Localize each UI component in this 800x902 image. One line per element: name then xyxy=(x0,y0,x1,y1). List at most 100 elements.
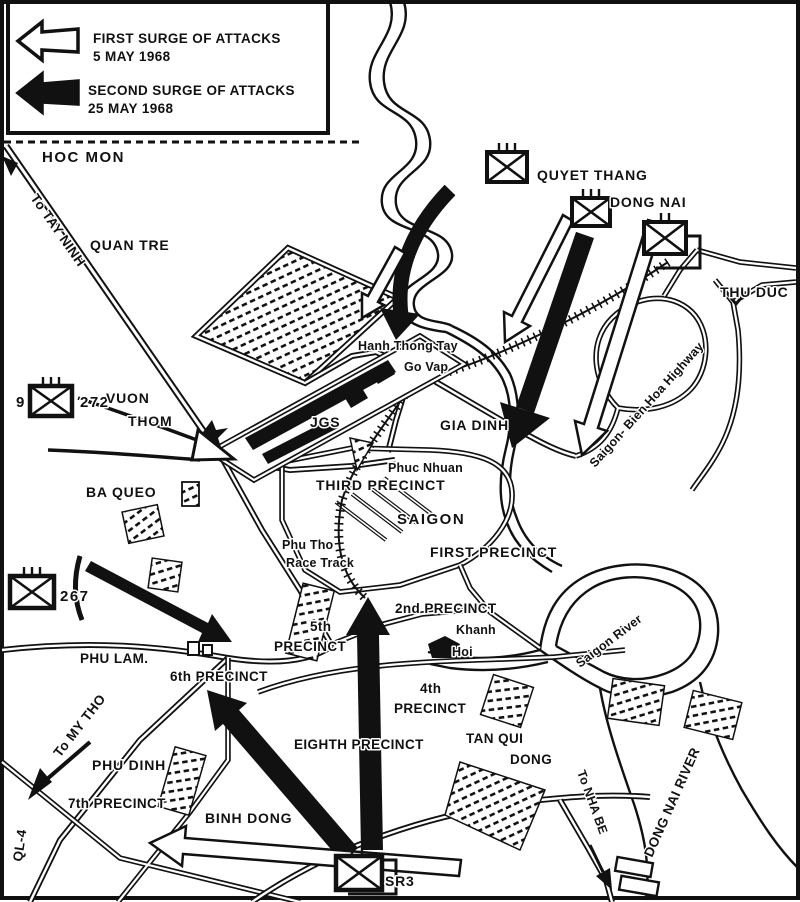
legend-box xyxy=(6,0,330,135)
label-dong: DONG xyxy=(510,752,552,767)
unit-size-ticks xyxy=(581,189,601,196)
urban-cluster xyxy=(157,745,207,817)
nha-be-arrow-head xyxy=(596,868,612,890)
road-exit-arrow-tay-ninh xyxy=(2,156,18,176)
label-hoc-mon: HOC MON xyxy=(42,149,125,166)
building-icon xyxy=(187,641,200,656)
river-bank xyxy=(554,576,702,681)
river-bank xyxy=(382,1,454,328)
label-hanh-thong-tay: Hanh Thong Tay xyxy=(358,339,458,353)
urban-cluster xyxy=(479,673,535,729)
label-eighth-precinct: EIGHTH PRECINCT xyxy=(294,737,424,752)
label-sixth-precinct: 6th PRECINCT xyxy=(170,669,268,684)
unit-marker-quyet-thang xyxy=(485,143,529,184)
label-unit-sr3: SR3 xyxy=(385,873,415,889)
label-thom: THOM xyxy=(128,413,172,429)
legend: FIRST SURGE OF ATTACKS 5 MAY 1968 SECOND… xyxy=(6,0,330,135)
legend-second-surge-label: SECOND SURGE OF ATTACKS xyxy=(88,83,295,98)
urban-cluster xyxy=(444,761,547,852)
second-surge-arrow-eighth-precinct xyxy=(346,597,390,850)
second-surge-arrow-ql4-head xyxy=(28,768,52,800)
urban-cluster xyxy=(284,582,336,662)
label-phu-tho: Phu Tho xyxy=(282,538,334,552)
unit-size-ticks xyxy=(22,567,42,574)
compound-outline-inner xyxy=(207,334,467,482)
urban-cluster xyxy=(606,677,666,727)
second-surge-arrow-sixth-precinct xyxy=(207,690,358,862)
label-saigon: SAIGON xyxy=(397,511,465,528)
unit-cross xyxy=(571,196,611,228)
unit-size-ticks xyxy=(659,213,671,220)
bien-hoa-highway xyxy=(575,247,797,492)
second-surge-arrow-quyet-thang-head xyxy=(380,308,420,340)
unit-marker-sr3 xyxy=(333,847,398,896)
saigon-street-grid xyxy=(334,476,436,542)
road-to-nha-be xyxy=(557,798,615,902)
label-quan-tre: QUAN TRE xyxy=(90,237,170,253)
riverside-structure xyxy=(617,874,661,898)
urban-cluster xyxy=(683,689,743,741)
first-surge-arrow-vuon-thom-head xyxy=(190,427,239,462)
unit-cross xyxy=(335,854,383,892)
road-surface xyxy=(257,648,626,694)
first-surge-arrow-dong-nai-west xyxy=(502,213,575,345)
legend-first-surge-label: FIRST SURGE OF ATTACKS xyxy=(93,31,281,46)
khanh-hoi-blob xyxy=(428,636,460,658)
label-fifth-precinct: PRECINCT xyxy=(274,639,347,654)
road-surface xyxy=(280,446,514,594)
label-unit-9: 9 xyxy=(16,394,26,411)
legend-first-surge-date: 5 MAY 1968 xyxy=(93,49,171,64)
unit-size-ticks xyxy=(41,377,61,384)
second-surge-legend-arrow-icon xyxy=(15,70,80,116)
urban-areas xyxy=(121,437,743,852)
label-quyet-thang: QUYET THANG xyxy=(537,167,648,183)
unit-cross xyxy=(29,384,73,418)
label-second-precinct: 2nd PRECINCT xyxy=(395,601,497,616)
road-surface xyxy=(335,477,435,541)
urban-cluster xyxy=(121,503,165,545)
label-phu-dinh: PHU DINH xyxy=(92,757,166,773)
building-icon xyxy=(202,644,213,656)
unit-cross xyxy=(9,574,55,610)
runway xyxy=(262,418,338,464)
label-fourth-precinct: PRECINCT xyxy=(394,701,467,716)
riverside-structure xyxy=(613,855,655,879)
label-binh-dong: BINH DONG xyxy=(205,810,292,826)
second-surge-arrow-gia-dinh-head xyxy=(500,402,550,448)
unit-cross xyxy=(643,220,687,256)
label-third-precinct: THIRD PRECINCT xyxy=(316,477,445,493)
runway xyxy=(245,360,396,450)
river-bank xyxy=(429,660,549,672)
label-saigon-river: Saigon River xyxy=(573,612,644,671)
second-surge-arrow-267 xyxy=(85,561,232,642)
revetment xyxy=(345,388,368,408)
first-surge-arrows xyxy=(2,156,748,890)
road-surface xyxy=(4,145,224,459)
unit-marker-dong-nai-2 xyxy=(642,213,702,270)
first-surge-legend-arrow-icon xyxy=(15,18,80,64)
label-fifth: 5th xyxy=(310,619,331,634)
road-ben-nghe xyxy=(257,647,626,695)
jgs-compound xyxy=(200,332,470,484)
second-surge-arrow-quyet-thang-shaft xyxy=(392,184,456,324)
label-unit-272: 272 xyxy=(80,394,110,411)
unit-cross xyxy=(486,150,528,184)
unit-marker-dong-nai-1 xyxy=(570,189,612,228)
label-first-precinct: FIRST PRECINCT xyxy=(430,544,557,560)
label-fourth: 4th xyxy=(420,681,441,696)
second-surge-arrow-gia-dinh-shaft xyxy=(516,231,594,414)
urban-cluster xyxy=(349,437,375,473)
label-race-track: Race Track xyxy=(286,556,354,570)
label-phu-lam: PHU LAM. xyxy=(80,651,148,666)
label-unit-267: 267 xyxy=(60,588,90,605)
label-go-vap: Go Vap xyxy=(404,360,448,374)
label-dong-nai: DONG NAI xyxy=(610,194,686,210)
first-surge-arrow-vuon-thom-tail xyxy=(47,448,201,462)
river-bank xyxy=(445,330,553,574)
label-khanh: Khanh xyxy=(456,623,496,637)
label-vuon: VUON xyxy=(106,390,150,406)
first-surge-arrow-hanh-thong-tay xyxy=(360,245,407,321)
unit-size-ticks xyxy=(350,847,364,854)
